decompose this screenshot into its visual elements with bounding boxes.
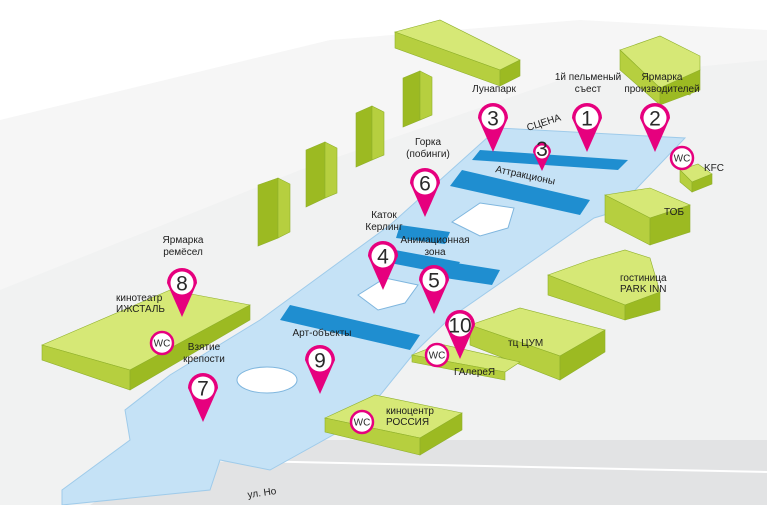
wc-icon bbox=[149, 330, 175, 356]
pins-layer: 11й пельменыйсъест2Ярмаркапроизводителей… bbox=[149, 72, 700, 435]
pin-label-5-1: зона bbox=[424, 247, 446, 258]
building-label-2-0: гостиница bbox=[620, 273, 667, 284]
wc-marker-2[interactable]: WC bbox=[149, 330, 175, 356]
wc-label: WC bbox=[674, 154, 691, 165]
building-label-5-1: ИЖСТАЛЬ bbox=[116, 304, 165, 315]
small-pin-face bbox=[535, 145, 549, 159]
pin-label-2-1: производителей bbox=[624, 84, 699, 95]
pin-face-10 bbox=[448, 313, 472, 337]
building-label-5-0: кинотеатр bbox=[116, 293, 163, 304]
pin-label-5-0: Анимационная bbox=[400, 235, 469, 246]
building-kfc bbox=[679, 163, 713, 193]
pin-label-9-0: Арт-объекты bbox=[293, 327, 352, 339]
pin-face-4 bbox=[371, 244, 395, 268]
pin-number-1: 1 bbox=[581, 108, 593, 131]
pin-label-7-0: Взятие bbox=[188, 342, 221, 353]
building-tob bbox=[604, 187, 691, 246]
wc-label: WC bbox=[154, 339, 171, 350]
pin-face-8 bbox=[170, 271, 194, 295]
pin-10[interactable]: 10 bbox=[445, 310, 475, 359]
tower-3 bbox=[355, 105, 385, 168]
ground-area-back bbox=[0, 20, 767, 290]
pin-number-2: 2 bbox=[649, 108, 661, 131]
pin-label-6-1: (побинги) bbox=[406, 148, 450, 160]
wc-marker-3[interactable]: WC bbox=[424, 342, 450, 368]
building-lunapark bbox=[393, 19, 521, 87]
pin-label-6-0: Горка bbox=[415, 137, 441, 148]
band-mid-right bbox=[445, 262, 500, 285]
building-fair bbox=[619, 35, 701, 106]
pin-face-5 bbox=[422, 268, 446, 292]
wc-label: WC bbox=[429, 351, 446, 362]
building-label-6-0: киноцентр bbox=[386, 406, 434, 417]
building-label-6-1: РОССИЯ bbox=[386, 417, 429, 428]
pin-number-6: 6 bbox=[419, 173, 431, 196]
building-izhstal bbox=[41, 289, 251, 391]
small-pin-number: 3 bbox=[536, 138, 548, 161]
building-label-1-0: ТОБ bbox=[664, 207, 684, 218]
building-tsum bbox=[469, 307, 606, 381]
pin-3[interactable]: 3 Лунапарк bbox=[472, 84, 516, 152]
pin-9[interactable]: 9 Арт-объекты bbox=[293, 327, 352, 394]
pin-number-10: 10 bbox=[448, 315, 471, 338]
tower-4 bbox=[402, 70, 433, 128]
pin-label-8-0: Ярмарка bbox=[163, 235, 204, 246]
pin-number-9: 9 bbox=[314, 350, 326, 373]
event-zone bbox=[61, 127, 687, 505]
pin-face-7 bbox=[191, 376, 215, 400]
pin-label-7-1: крепости bbox=[183, 354, 225, 365]
pin-number-8: 8 bbox=[176, 273, 188, 296]
tower-1 bbox=[257, 177, 291, 247]
pin-label-2-0: Ярмарка bbox=[642, 72, 683, 83]
fountain bbox=[236, 366, 298, 394]
building-rossiya bbox=[324, 394, 463, 456]
wc-marker-1[interactable]: WC bbox=[669, 145, 695, 171]
wc-marker-4[interactable]: WC bbox=[349, 409, 375, 435]
pin-face-1 bbox=[575, 106, 599, 130]
street-label: ул. Но bbox=[247, 486, 278, 501]
building-label-3-0: тц ЦУМ bbox=[508, 338, 543, 349]
rides-band bbox=[450, 170, 590, 215]
wc-icon bbox=[349, 409, 375, 435]
street-line bbox=[199, 459, 767, 473]
pin-label-1-0: 1й пельменый bbox=[555, 72, 621, 83]
band-lower bbox=[280, 305, 420, 350]
wc-label: WC bbox=[354, 418, 371, 429]
pin-number-3: 3 bbox=[487, 108, 499, 131]
pin-face-9 bbox=[308, 348, 332, 372]
pin-label-1-1: съест bbox=[575, 84, 602, 95]
building-park-inn bbox=[547, 249, 661, 321]
pin-face-3 bbox=[481, 106, 505, 130]
building-label-0-0: KFC bbox=[704, 163, 724, 174]
tower-2 bbox=[305, 141, 338, 208]
pin-face-2 bbox=[643, 106, 667, 130]
building-label-2-1: PARK INN bbox=[620, 284, 667, 295]
pin-6[interactable]: 6 Горка(побинги) bbox=[406, 137, 450, 217]
stage-band bbox=[472, 150, 628, 170]
small-pin-3[interactable]: 3 bbox=[533, 138, 551, 171]
wc-icon bbox=[424, 342, 450, 368]
pin-number-4: 4 bbox=[377, 246, 389, 269]
pin-label-4-0: Каток bbox=[371, 210, 397, 221]
pin-face-6 bbox=[413, 171, 437, 195]
pin-label-4-1: Керлинг bbox=[365, 222, 403, 233]
wc-icon bbox=[669, 145, 695, 171]
pin-label-8-1: ремёсел bbox=[163, 247, 203, 258]
band-upper bbox=[396, 225, 450, 244]
pin-number-7: 7 bbox=[197, 378, 209, 401]
ice-rink bbox=[451, 202, 515, 237]
pin-label-3-0: Лунапарк bbox=[472, 84, 516, 95]
pin-number-5: 5 bbox=[428, 270, 440, 293]
building-label-4-0: ГАлереЯ bbox=[454, 367, 495, 378]
